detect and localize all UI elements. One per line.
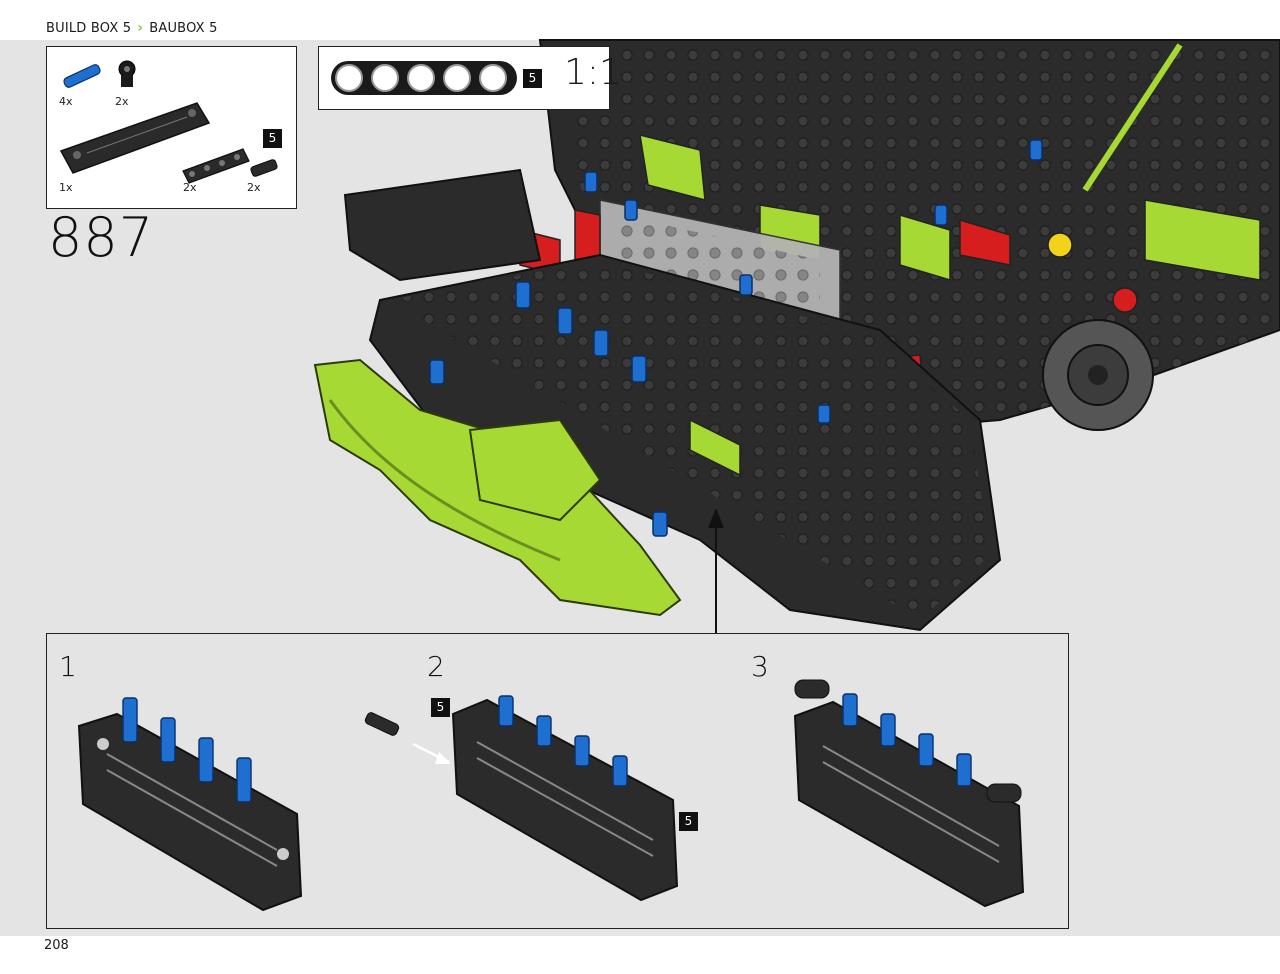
pin-quantity: 4x (59, 95, 73, 108)
sub-step-number-1: 1 (59, 650, 77, 683)
sub-steps-drawing (77, 679, 1025, 912)
sub-step-number-3: 3 (751, 650, 769, 683)
beam-scale-icon (331, 61, 517, 95)
beam-length-badge: 5 (263, 129, 282, 148)
beam-quantity: 2x (183, 181, 197, 194)
parts-list-drawing (59, 60, 278, 184)
sub-step-2-length-badge-bottom: 5 (679, 812, 698, 831)
build-box-breadcrumb: BUILD BOX 5 › BAUBOX 5 (46, 20, 218, 36)
connector-quantity: 2x (115, 95, 129, 108)
scale-indicator-box: 5 (318, 46, 610, 110)
black-connector-icon (118, 60, 136, 87)
substep-2-assembly (364, 695, 679, 902)
black-panel-icon (59, 102, 211, 174)
page-number: 208 (44, 938, 69, 953)
chevron-right-icon: › (137, 20, 144, 36)
sub-step-2-length-badge-top: 5 (431, 698, 450, 717)
scale-length-badge: 5 (523, 69, 542, 88)
page-header: BUILD BOX 5 › BAUBOX 5 (0, 0, 1280, 40)
baubox-label: BAUBOX 5 (149, 20, 218, 36)
step-number: 887 (48, 206, 155, 269)
build-box-label: BUILD BOX 5 (46, 20, 132, 36)
parts-list-box: 4x 2x 1x 2x 2x 5 (46, 46, 297, 209)
axle-connector-quantity: 2x (247, 181, 261, 194)
panel-quantity: 1x (59, 181, 73, 194)
sub-step-number-2: 2 (427, 650, 445, 683)
black-beam-5-icon (182, 148, 250, 184)
blue-pin-icon (63, 64, 101, 88)
page-footer (0, 936, 1280, 974)
scale-ratio-label: 1:1 (564, 52, 622, 93)
sub-steps-box: 1 2 5 5 3 (46, 633, 1069, 929)
black-axle-connector-icon (250, 159, 278, 177)
substep-3-assembly (793, 679, 1025, 908)
substep-1-assembly (77, 697, 303, 912)
